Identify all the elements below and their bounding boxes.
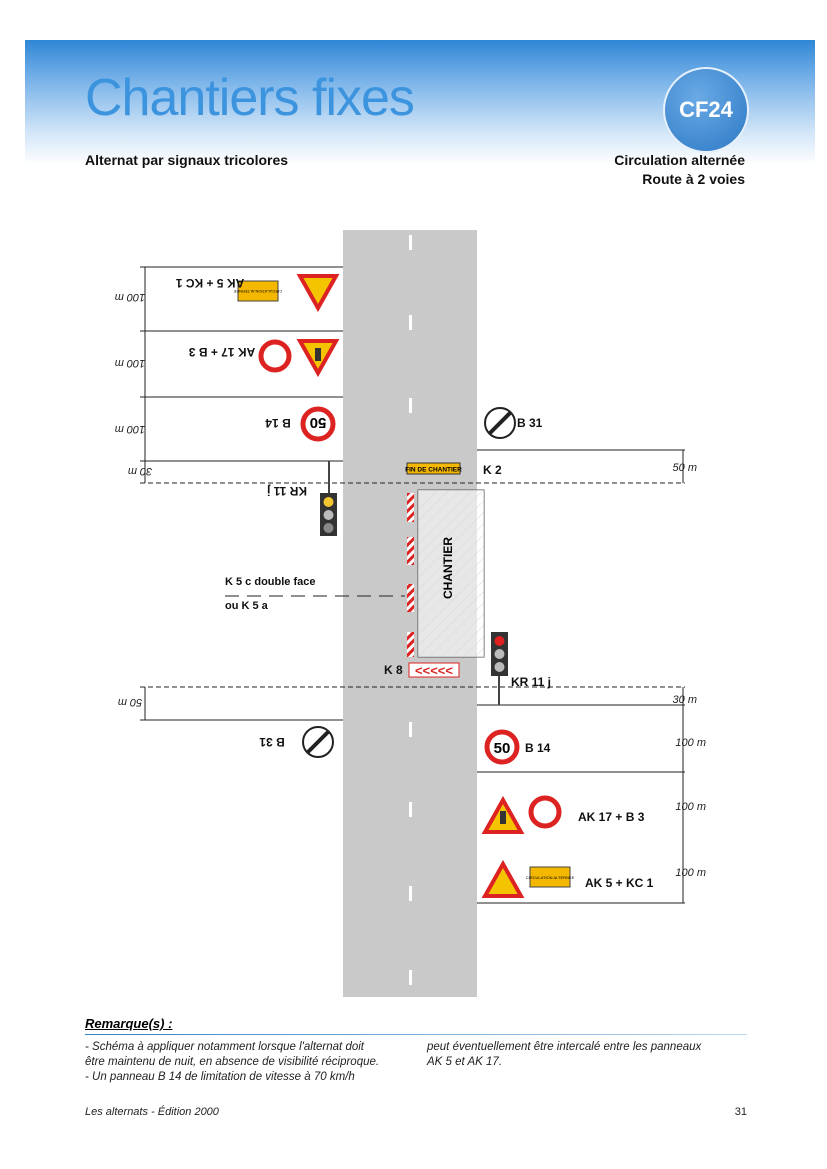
left-ak17-sign <box>296 339 340 378</box>
center-line <box>409 235 412 985</box>
right-b31-sign <box>484 407 516 439</box>
subtitle-right-2: Route à 2 voies <box>642 171 745 187</box>
left-label-kr11: KR 11 j <box>267 484 307 498</box>
k5-label-1: K 5 c double face <box>225 576 315 588</box>
left-label-b14: B 14 <box>265 416 291 430</box>
right-dist-4: 100 m <box>675 801 706 813</box>
right-dist-3: 100 m <box>675 737 706 749</box>
remarks-heading: Remarque(s) : <box>85 1016 173 1031</box>
right-b3-sign <box>528 795 562 829</box>
k2-panel: FIN DE CHANTIER <box>405 462 462 475</box>
svg-text:FIN DE CHANTIER: FIN DE CHANTIER <box>405 467 462 474</box>
left-label-ak17: AK 17 + B 3 <box>188 345 255 359</box>
cf24-badge: CF24 <box>663 67 749 153</box>
right-dist-1: 50 m <box>673 462 697 474</box>
left-dist-3: 100 m <box>115 423 146 435</box>
right-kc1-panel: CIRCULATION ALTERNEE <box>526 866 575 888</box>
left-dist-1: 100 m <box>115 291 146 303</box>
right-ak5-sign <box>481 859 525 898</box>
svg-text:<<<<<: <<<<< <box>415 663 453 678</box>
left-b31-sign <box>302 726 334 758</box>
right-label-kr11: KR 11 j <box>511 675 551 689</box>
dimension-lines <box>140 266 685 904</box>
right-ak17-sign <box>481 795 525 834</box>
subtitle-right-1: Circulation alternée <box>614 152 745 168</box>
k5-cones <box>407 493 414 657</box>
k8-label: K 8 <box>384 663 403 677</box>
right-dist-2: 30 m <box>673 694 697 706</box>
right-label-k2: K 2 <box>483 463 502 477</box>
left-kc1-panel: CIRCULATION ALTERNEE <box>233 280 282 302</box>
svg-text:50: 50 <box>494 740 511 757</box>
left-dist-2: 100 m <box>115 357 146 369</box>
remark-line: AK 5 et AK 17. <box>427 1056 503 1068</box>
page-title: Chantiers fixes <box>85 69 415 127</box>
k8-chevron-panel: <<<<< <box>408 662 460 678</box>
right-label-ak17: AK 17 + B 3 <box>578 810 645 824</box>
remark-line: être maintenu de nuit, en absence de vis… <box>85 1056 380 1068</box>
remark-line: - Un panneau B 14 de limitation de vites… <box>85 1071 355 1083</box>
left-b3-sign <box>258 339 292 373</box>
page-number: 31 <box>734 1106 747 1118</box>
k5-label-2: ou K 5 a <box>225 600 269 612</box>
right-traffic-light <box>491 632 508 705</box>
svg-text:CIRCULATION ALTERNEE: CIRCULATION ALTERNEE <box>233 289 282 294</box>
remarks-col-2: peut éventuellement être intercalé entre… <box>427 1040 701 1070</box>
subtitle-left: Alternat par signaux tricolores <box>85 152 289 168</box>
remarks-divider <box>85 1034 747 1035</box>
left-label-ak5: AK 5 + KC 1 <box>175 276 244 290</box>
left-dist-5: 50 m <box>118 696 142 708</box>
remarks-col-1: - Schéma à appliquer notamment lorsque l… <box>85 1040 379 1085</box>
right-label-ak5: AK 5 + KC 1 <box>585 876 654 890</box>
right-b14-sign: 50 <box>484 729 520 765</box>
left-b14-sign: 50 <box>300 406 336 442</box>
right-label-b31: B 31 <box>517 416 543 430</box>
footer-title: Les alternats - Édition 2000 <box>85 1106 219 1118</box>
remark-line: peut éventuellement être intercalé entre… <box>427 1041 702 1053</box>
right-label-b14: B 14 <box>525 741 551 755</box>
left-ak5-sign <box>296 274 340 313</box>
chantier-label: CHANTIER <box>441 537 455 599</box>
remark-line: - Schéma à appliquer notamment lorsque l… <box>85 1041 364 1053</box>
left-traffic-light <box>320 461 337 536</box>
svg-text:50: 50 <box>310 414 327 431</box>
right-dist-5: 100 m <box>675 867 706 879</box>
svg-text:CIRCULATION ALTERNEE: CIRCULATION ALTERNEE <box>526 875 575 880</box>
left-label-b31: B 31 <box>259 735 285 749</box>
left-dist-4: 30 m <box>128 465 152 477</box>
